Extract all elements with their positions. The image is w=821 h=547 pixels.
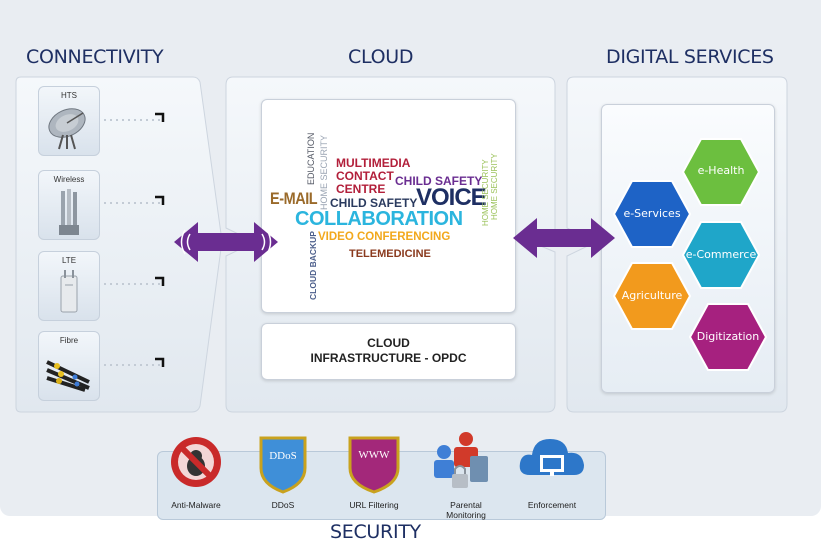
hex-label-e-services: e-Services bbox=[623, 207, 681, 220]
word-child-safety-2: CHILD SAFETY bbox=[330, 196, 418, 210]
word-centre: CENTRE bbox=[336, 182, 386, 196]
ddos-badge: DDoS bbox=[269, 450, 297, 462]
hexagon-shape bbox=[688, 303, 768, 371]
connectivity-panel-shape bbox=[15, 76, 223, 413]
word-home-security-3: HOME SECURITY bbox=[490, 153, 499, 220]
anti-malware-icon bbox=[171, 437, 221, 487]
url-filtering-shield-icon: WWW bbox=[348, 436, 400, 494]
connectivity-label-fibre: Fibre bbox=[59, 336, 79, 345]
connectivity-label-hts: HTS bbox=[61, 91, 77, 100]
digital-services-title: DIGITAL SERVICES bbox=[606, 46, 774, 68]
hex-e-commerce: e-Commerce bbox=[681, 220, 761, 290]
www-badge: WWW bbox=[358, 449, 390, 461]
connectivity-cloud-double-arrow bbox=[174, 222, 278, 262]
connectivity-label-lte: LTE bbox=[61, 256, 77, 265]
connectivity-item-lte: LTE bbox=[38, 251, 100, 321]
word-voice: VOICE bbox=[416, 184, 487, 211]
hexagon-shape bbox=[681, 138, 761, 206]
ddos-shield-icon: DDoS bbox=[259, 436, 307, 494]
word-multimedia: MULTIMEDIA bbox=[336, 156, 411, 170]
word-email: E-MAIL bbox=[270, 189, 318, 208]
fibre-cables-icon bbox=[46, 360, 90, 392]
connectivity-item-hts: HTS bbox=[38, 86, 100, 156]
hex-agriculture: Agriculture bbox=[612, 261, 692, 331]
cloud-digital-double-arrow bbox=[513, 218, 615, 258]
cloud-services-card bbox=[261, 99, 516, 313]
security-label-enforcement: Enforcement bbox=[527, 500, 577, 510]
security-label-parental-monitoring: Parental Monitoring bbox=[446, 500, 486, 520]
hex-label-e-health: e-Health bbox=[697, 164, 745, 177]
hex-e-services: e-Services bbox=[612, 179, 692, 249]
cloud-infrastructure-line1: CLOUD bbox=[367, 336, 410, 350]
word-cloud-backup: CLOUD BACKUP bbox=[308, 231, 318, 300]
connectivity-item-fibre: Fibre bbox=[38, 331, 100, 401]
security-label-anti-malware: Anti-Malware bbox=[171, 500, 221, 510]
satellite-dish-icon bbox=[48, 108, 86, 150]
divider-dots bbox=[104, 119, 164, 121]
antenna-icon bbox=[59, 189, 79, 235]
cloud-infrastructure-card: CLOUD INFRASTRUCTURE - OPDC bbox=[261, 323, 516, 380]
cloud-infrastructure-line2: INFRASTRUCTURE - OPDC bbox=[310, 351, 467, 365]
security-label-url-filtering: URL Filtering bbox=[349, 500, 399, 510]
word-home-security: HOME SECURITY bbox=[319, 134, 329, 210]
word-telemedicine: TELEMEDICINE bbox=[349, 248, 431, 260]
word-child-safety: CHILD SAFETY bbox=[395, 174, 483, 188]
cloud-title: CLOUD bbox=[348, 46, 414, 68]
hexagon-shape bbox=[681, 221, 761, 289]
hexagon-shape bbox=[612, 180, 692, 248]
connectivity-title: CONNECTIVITY bbox=[26, 46, 164, 68]
divider-dots bbox=[104, 283, 164, 285]
corner-marker bbox=[155, 276, 165, 286]
corner-marker bbox=[155, 195, 165, 205]
security-label-ddos: DDoS bbox=[271, 500, 295, 510]
word-home-security-2: HOME SECURITY bbox=[481, 159, 490, 226]
lte-device-icon bbox=[60, 270, 78, 313]
hex-e-health: e-Health bbox=[681, 137, 761, 207]
hex-label-digitization: Digitization bbox=[696, 330, 760, 343]
corner-marker bbox=[155, 357, 165, 367]
cloud-enforcement-icon bbox=[519, 439, 584, 476]
security-title: SECURITY bbox=[330, 521, 421, 543]
word-education: EDUCATION bbox=[306, 132, 316, 185]
corner-marker bbox=[155, 112, 165, 122]
word-collaboration: COLLABORATION bbox=[295, 208, 463, 230]
word-video-conferencing: VIDEO CONFERENCING bbox=[318, 231, 451, 243]
hex-digitization: Digitization bbox=[688, 302, 768, 372]
connectivity-label-wireless: Wireless bbox=[53, 175, 85, 184]
hexagon-shape bbox=[612, 262, 692, 330]
hex-label-agriculture: Agriculture bbox=[621, 289, 683, 302]
word-contact: CONTACT bbox=[336, 169, 394, 183]
parental-monitoring-icon bbox=[434, 432, 488, 488]
divider-dots bbox=[104, 364, 164, 366]
connectivity-item-wireless: Wireless bbox=[38, 170, 100, 240]
divider-dots bbox=[104, 202, 164, 204]
hex-label-e-commerce: e-Commerce bbox=[685, 248, 757, 261]
